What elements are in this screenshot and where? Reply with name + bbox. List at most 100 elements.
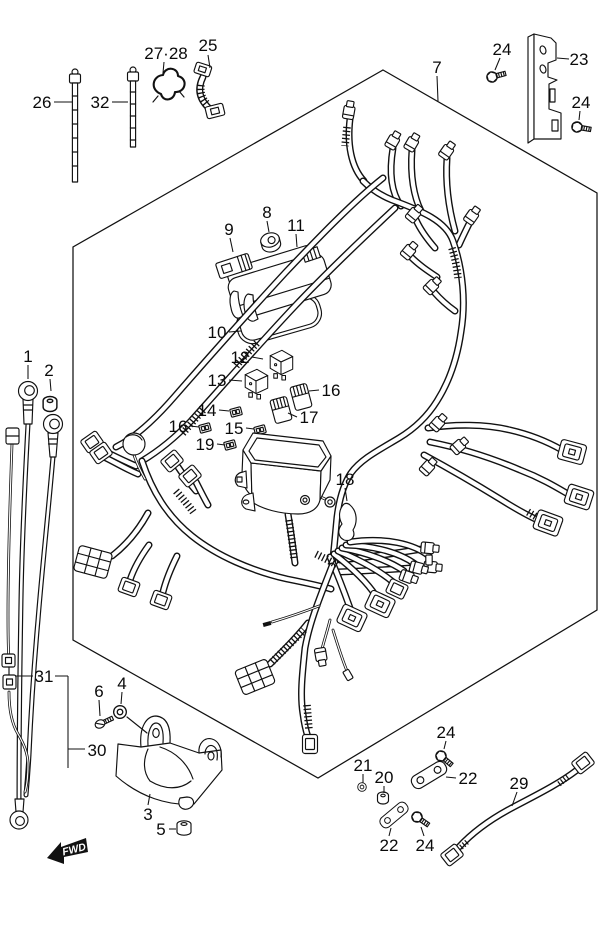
callout-29: 29 [510, 774, 529, 793]
callout-leader-24 [420, 826, 425, 837]
callout-5: 5 [156, 820, 165, 839]
callout-19: 19 [196, 435, 215, 454]
wire-core [444, 155, 458, 234]
washer-21 [357, 782, 367, 792]
clamp-25 [193, 61, 226, 120]
harness-connector [335, 602, 369, 634]
bolt-24 [485, 67, 508, 84]
sensor-knob [122, 432, 146, 456]
wire-core [139, 205, 398, 464]
callout-leader-9 [229, 237, 234, 253]
group-bracket-30-31 [55, 675, 85, 768]
callout-leader-16 [308, 389, 320, 392]
wire-core [327, 554, 353, 611]
callout-7: 7 [432, 58, 441, 77]
callout-leader-6 [98, 699, 101, 717]
wire-core [431, 289, 458, 314]
callout-22: 22 [380, 836, 399, 855]
callout-27·28: 27·28 [144, 44, 187, 63]
relay-12 [269, 349, 294, 381]
callout-9: 9 [224, 220, 233, 239]
harness-connector [341, 99, 357, 121]
callout-leader-2 [49, 378, 52, 392]
callout-25: 25 [199, 36, 218, 55]
harness-connector [383, 129, 404, 152]
callout-24: 24 [493, 40, 512, 59]
cable-29-group [439, 750, 596, 868]
ignition-coil-connector [556, 438, 588, 466]
callout-1: 1 [23, 347, 32, 366]
callout-31: 31 [35, 667, 54, 686]
callout-12: 12 [231, 348, 250, 367]
fwd-label: FWD [61, 841, 88, 859]
callout-32: 32 [91, 93, 110, 112]
harness-connector [462, 204, 483, 227]
callout-26: 26 [33, 93, 52, 112]
ring-lead [324, 496, 336, 508]
callout-2: 2 [44, 361, 53, 380]
wire-core [271, 605, 320, 623]
callout-leader-22 [445, 776, 457, 779]
ring-terminal-1 [17, 380, 39, 425]
wire-tip [262, 621, 272, 627]
wire-core [127, 542, 152, 583]
callout-8: 8 [262, 203, 271, 222]
callout-leader-16 [189, 425, 200, 428]
callout-18: 18 [336, 470, 355, 489]
harness-connector [116, 576, 142, 598]
wire-core [343, 542, 418, 567]
harness-connector [437, 139, 458, 162]
ring-terminal-bottom [9, 798, 29, 830]
callout-15: 15 [225, 419, 244, 438]
callout-leader-19 [216, 443, 226, 446]
callout-10: 10 [208, 323, 227, 342]
fuse-holder-16 [289, 382, 313, 412]
cable-tie-32 [126, 66, 140, 148]
callout-11: 11 [287, 216, 305, 235]
wire-core [160, 553, 180, 595]
small-connector [5, 427, 20, 445]
relay-13 [244, 368, 269, 400]
wire-core [139, 458, 334, 592]
bracket-23-group [527, 33, 562, 144]
fuse-14 [229, 406, 243, 418]
washer-4 [111, 703, 129, 721]
callout-leader-29 [511, 791, 518, 807]
callout-leader-7 [436, 75, 439, 102]
clip-27-28 [152, 67, 186, 103]
screw-6 [93, 713, 115, 731]
callout-leader-12 [251, 356, 264, 360]
fuse-9 [215, 253, 253, 279]
callout-leader-3 [147, 793, 151, 806]
multi-pin-connector [72, 544, 114, 580]
callout-4: 4 [117, 674, 126, 693]
callout-20: 20 [375, 768, 394, 787]
wire-core [346, 116, 367, 184]
bolt-24 [570, 120, 593, 136]
wire-core [335, 548, 396, 585]
callout-17: 17 [300, 408, 319, 427]
wire-core [413, 217, 438, 251]
isometric-frame [72, 69, 598, 779]
terminal [342, 668, 354, 682]
fuse-box-body [234, 432, 357, 542]
callout-leader-25 [207, 54, 211, 69]
wire-core [267, 620, 311, 667]
nut-2 [42, 395, 58, 413]
wire-core [408, 254, 440, 280]
callout-24: 24 [416, 836, 435, 855]
callout-leader-8 [266, 220, 270, 233]
harness-connector [301, 733, 319, 755]
callout-leader-10 [228, 330, 242, 333]
fusible-link-holder [1, 653, 17, 690]
callout-14: 14 [198, 401, 217, 420]
callout-leader-15 [245, 427, 255, 430]
callout-leader-4 [120, 691, 123, 705]
bolt-24 [409, 809, 433, 830]
terminal [425, 554, 433, 566]
bracket-3 [115, 715, 223, 810]
wire-core [133, 454, 146, 480]
callout-leader-11 [295, 233, 298, 248]
